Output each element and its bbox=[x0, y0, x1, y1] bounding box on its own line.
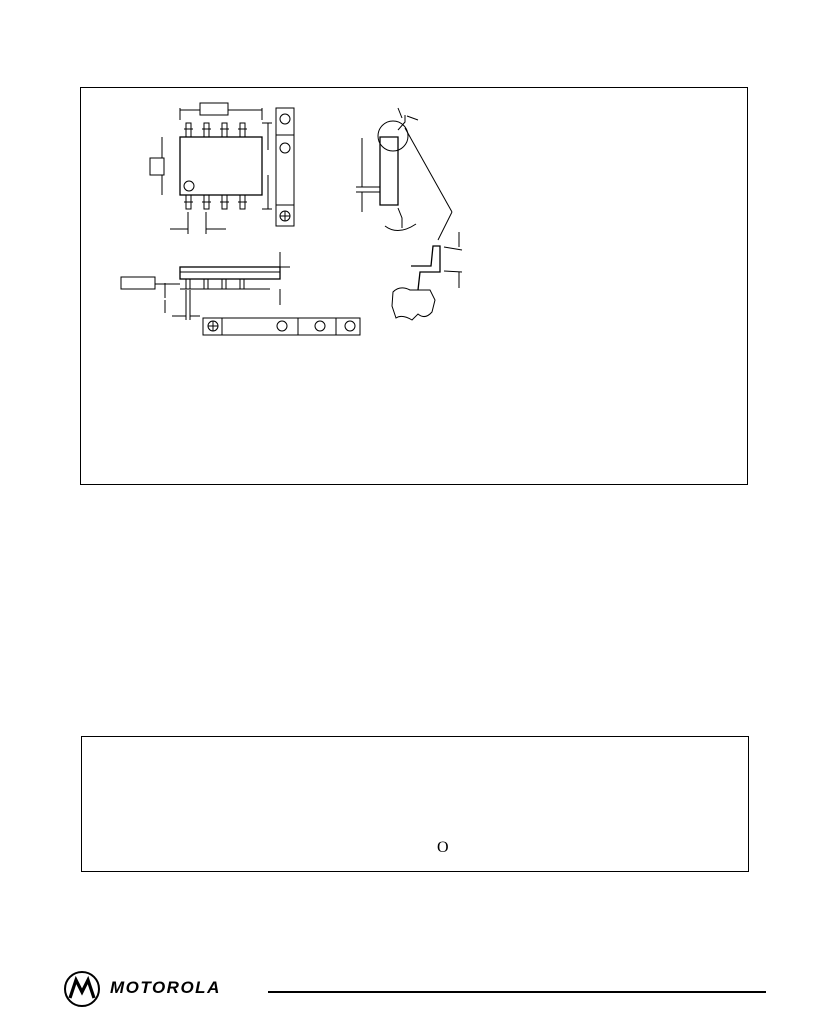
end-view bbox=[356, 107, 453, 241]
motorola-batwing-icon bbox=[64, 971, 100, 1007]
circle-mark: O bbox=[437, 839, 449, 856]
footer-rule bbox=[268, 991, 766, 993]
package-drawing-frame bbox=[80, 87, 748, 485]
lead-detail-view bbox=[391, 232, 463, 321]
side-view bbox=[120, 252, 361, 336]
notes-frame bbox=[81, 736, 749, 872]
package-outline-drawing bbox=[120, 102, 463, 336]
brand-wordmark: MOTOROLA bbox=[110, 978, 221, 997]
top-view bbox=[149, 102, 295, 234]
